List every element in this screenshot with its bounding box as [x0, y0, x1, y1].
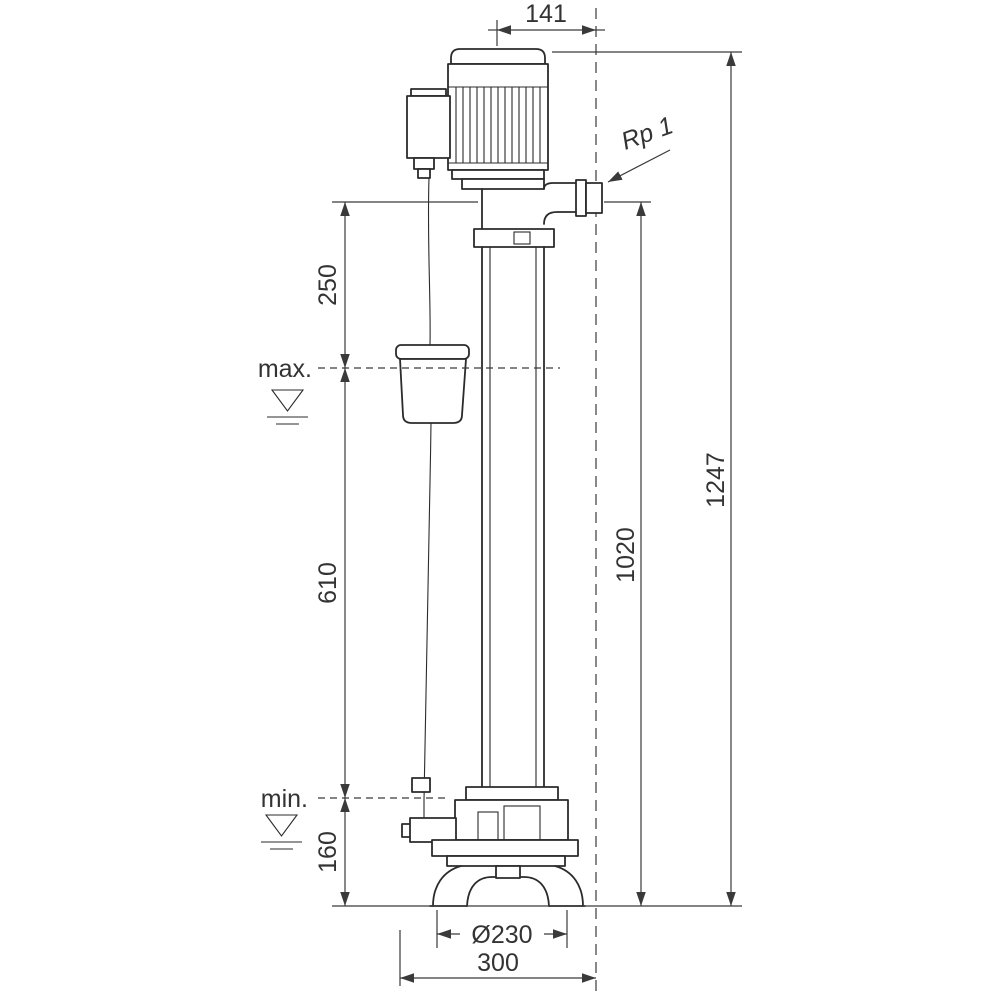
- dim-label-1247: 1247: [702, 452, 730, 508]
- base-arch: [466, 876, 550, 907]
- cable-clamp: [411, 777, 431, 793]
- min-water-level: min.: [261, 785, 450, 850]
- dimension-base-width: 300: [399, 930, 596, 986]
- dim-label-base-diameter: Ø230: [471, 921, 532, 949]
- cable-gland: [413, 157, 435, 170]
- water-level-symbol-min: [261, 814, 302, 850]
- float-cable-upper: [427, 177, 431, 346]
- leader-arrow: [607, 149, 671, 183]
- pump-base-plate: [431, 839, 579, 857]
- dim-label-160: 160: [314, 831, 342, 873]
- dimension-141: 141: [488, 0, 605, 46]
- dim-label-141: 141: [525, 0, 567, 28]
- motor-flange: [451, 169, 545, 180]
- motor-adapter: [461, 178, 545, 190]
- cable-bracket: [409, 817, 457, 843]
- motor-top-cap: [450, 48, 546, 65]
- dimension-1020: 1020: [604, 201, 651, 906]
- terminal-box: [406, 88, 451, 179]
- dimension-610: 610: [314, 368, 350, 798]
- dim-label-250: 250: [314, 264, 342, 306]
- min-level-label: min.: [261, 785, 308, 813]
- dimension-160: 160: [314, 798, 350, 906]
- max-level-label: max.: [258, 355, 312, 383]
- flange-bolt: [513, 231, 531, 245]
- terminal-box-body: [406, 95, 451, 159]
- connection-label: Rp 1: [618, 111, 677, 155]
- pump-body: [454, 799, 569, 841]
- pump-housing: [401, 786, 579, 867]
- discharge-coupling: [575, 179, 587, 217]
- dimension-1247: 1247: [552, 51, 742, 906]
- motor-cooling-fins: [455, 87, 541, 163]
- connection-callout: Rp 1: [607, 111, 677, 183]
- pump-top-flange: [465, 786, 559, 801]
- base-stand: [429, 865, 586, 907]
- dimension-250: 250: [314, 201, 478, 368]
- dim-label-1020: 1020: [612, 527, 640, 583]
- terminal-box-lid: [410, 88, 447, 97]
- dimension-base-diameter: Ø230: [436, 910, 568, 949]
- motor: [447, 48, 549, 190]
- water-level-symbol-max: [267, 389, 308, 425]
- dim-label-610: 610: [314, 562, 342, 604]
- column-pipe: [473, 188, 555, 788]
- discharge-elbow: [543, 179, 603, 225]
- max-water-level: max.: [258, 355, 560, 425]
- float-body: [399, 358, 467, 424]
- dim-label-base-width: 300: [477, 949, 519, 977]
- float-cable-lower: [423, 422, 432, 820]
- float-switch: [395, 177, 470, 820]
- discharge-connection: [585, 182, 603, 214]
- float-cap: [395, 344, 470, 360]
